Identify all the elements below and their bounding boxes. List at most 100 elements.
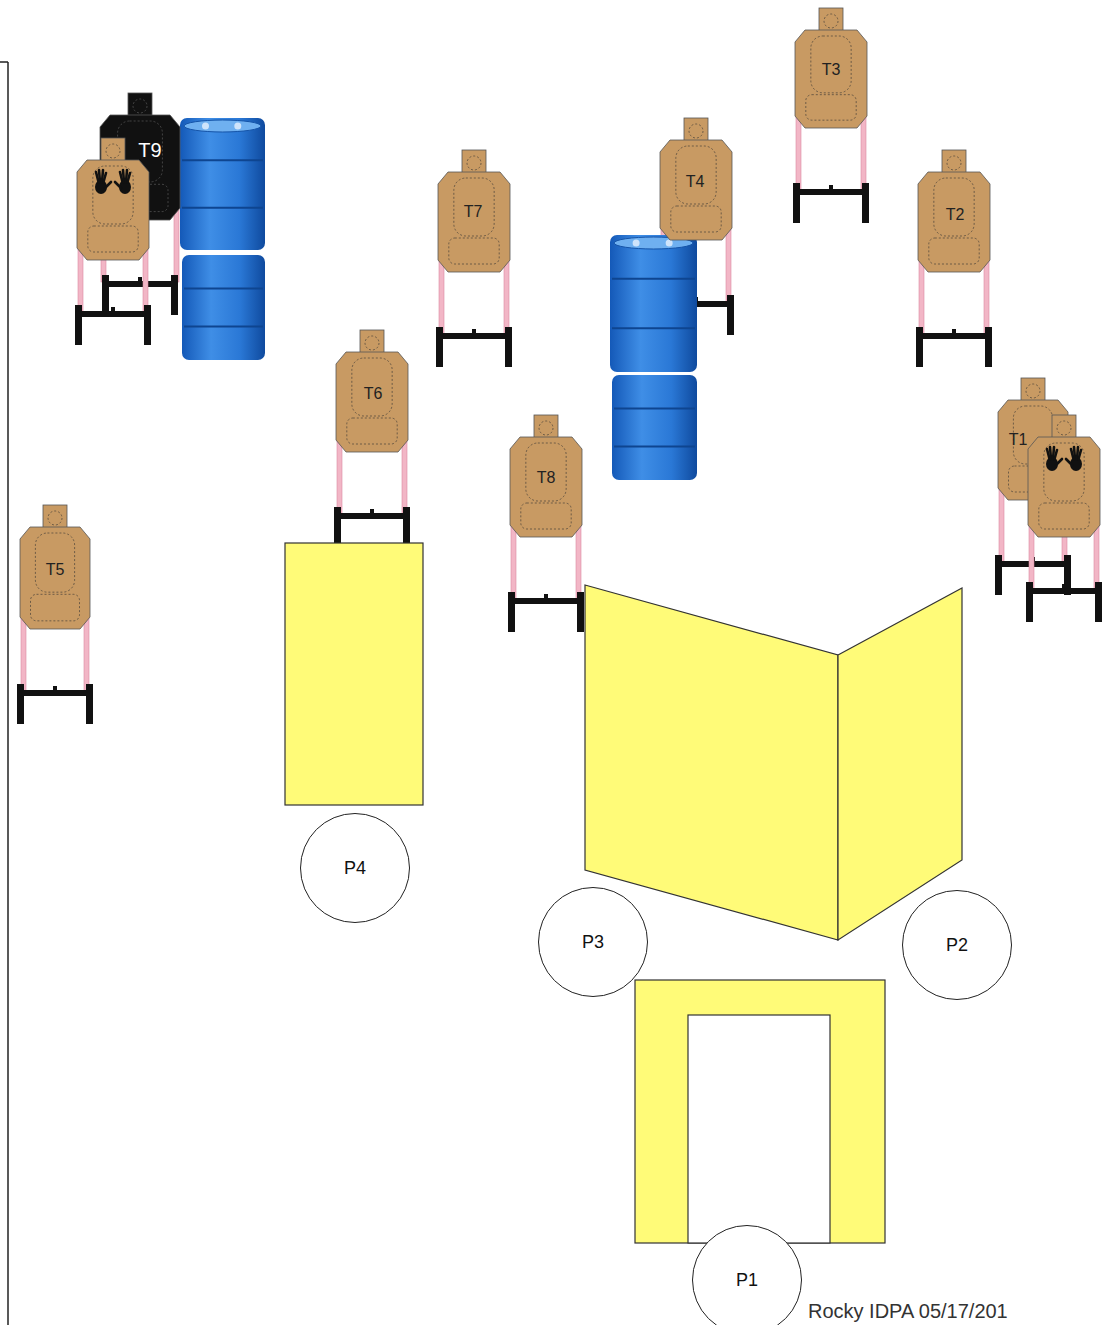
target-body <box>510 437 582 537</box>
target-zone <box>106 144 120 158</box>
stand-leg <box>862 183 869 223</box>
stand-nub <box>138 277 142 282</box>
stand-leg <box>86 684 93 724</box>
stand-leg <box>505 327 512 367</box>
stand-leg <box>916 327 923 367</box>
target: T1 <box>998 378 1068 500</box>
barrel-rib <box>612 327 695 329</box>
stand-leg <box>985 327 992 367</box>
hand-symbol <box>1055 450 1058 459</box>
target-body <box>660 140 732 240</box>
target-zone <box>929 238 979 264</box>
target-label: T2 <box>946 207 965 223</box>
target-zone <box>806 95 856 120</box>
target-zone <box>352 358 392 416</box>
target-shape <box>795 8 867 128</box>
target-body <box>20 527 90 629</box>
range-border <box>7 62 9 1325</box>
target-head <box>462 150 486 174</box>
target-zone <box>35 533 74 592</box>
position-label: P1 <box>736 1270 758 1291</box>
target-shape <box>510 415 582 537</box>
stand-nub <box>1062 584 1066 589</box>
footer-note: Rocky IDPA 05/17/201 <box>808 1300 1008 1323</box>
shooting-position: P4 <box>300 813 410 923</box>
barrel <box>612 375 697 480</box>
target-zone <box>467 156 481 170</box>
target-label: T4 <box>686 174 705 190</box>
target-shape <box>998 378 1068 500</box>
target-zone <box>521 503 571 529</box>
target-zone <box>947 156 961 170</box>
target-label: T8 <box>537 470 556 486</box>
target-body <box>77 160 149 260</box>
stand-leg <box>17 684 24 724</box>
stand-nub <box>829 185 833 190</box>
hand-symbol <box>1056 459 1062 465</box>
target-label: T1 <box>1009 432 1028 448</box>
barrel-rib <box>612 278 695 280</box>
stand-leg <box>577 592 584 632</box>
target-zone <box>93 166 133 224</box>
target-label: T3 <box>822 62 841 78</box>
barrel-bung <box>202 123 209 130</box>
hand-symbol <box>99 170 100 182</box>
target: T3 <box>795 8 867 128</box>
target-head <box>101 138 125 162</box>
barrel-rib <box>184 288 263 290</box>
stand-leg <box>793 183 800 223</box>
barrel-rib <box>182 207 263 209</box>
position-label: P3 <box>582 932 604 953</box>
barrel-rib <box>182 159 263 161</box>
target-shape <box>918 150 990 272</box>
shooting-position: P3 <box>538 887 648 997</box>
target-zone <box>48 511 62 525</box>
target-zone <box>1044 443 1084 501</box>
stand-leg <box>403 507 410 547</box>
target-zone <box>133 99 147 113</box>
stand-leg <box>727 295 734 335</box>
target-body <box>918 172 990 272</box>
stand-nub <box>544 594 548 599</box>
hand-symbol <box>104 173 107 182</box>
stand-leg <box>1026 582 1033 622</box>
hand-symbol <box>115 182 121 188</box>
target-zone <box>811 36 851 93</box>
target-label: T5 <box>46 562 65 578</box>
target: T6 <box>336 330 408 452</box>
target-body <box>1028 437 1100 537</box>
stand-leg <box>436 327 443 367</box>
target-zone <box>1057 421 1071 435</box>
target-label: T6 <box>364 386 383 402</box>
hand-symbol <box>1066 459 1072 465</box>
hand-symbol <box>128 173 131 182</box>
stand-leg <box>1095 582 1102 622</box>
barrel <box>180 118 265 250</box>
stand-leg <box>995 555 1002 595</box>
target-zone <box>934 178 974 236</box>
stand-leg <box>144 305 151 345</box>
stand-leg <box>75 305 82 345</box>
barrel-rib <box>614 445 695 447</box>
target-zone <box>526 443 566 501</box>
hand-symbol <box>1050 447 1051 459</box>
target: T2 <box>918 150 990 272</box>
target-zone <box>365 336 379 350</box>
target-shape <box>998 378 1100 537</box>
position-label: P4 <box>344 858 366 879</box>
target-zone <box>1026 384 1040 398</box>
target-zone <box>676 146 716 204</box>
target-zone <box>1039 503 1089 529</box>
barrel-bung <box>234 123 241 130</box>
target-head <box>684 118 708 142</box>
target-head <box>1021 378 1045 402</box>
shooting-position: P1 <box>692 1225 802 1325</box>
target-zone <box>347 418 397 444</box>
target-head <box>534 415 558 439</box>
target-zone <box>31 594 80 621</box>
target-label: T7 <box>464 204 483 220</box>
hand-symbol <box>105 182 111 188</box>
wall <box>838 588 962 940</box>
target-body <box>336 352 408 452</box>
target-head <box>43 505 67 529</box>
